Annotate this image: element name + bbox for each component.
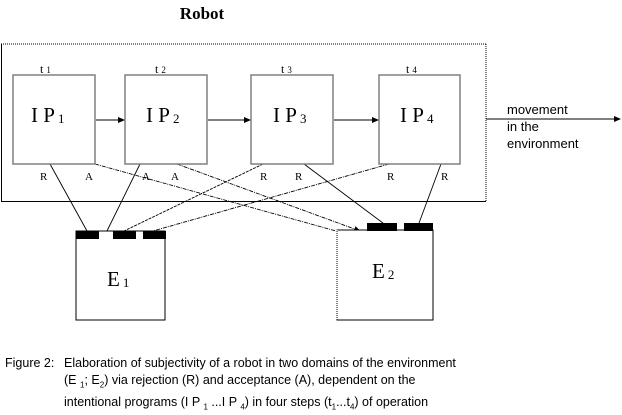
ip3-r-to-e2 [304,164,383,223]
ip4-label: I P [400,103,424,127]
e1-index: 1 [123,275,130,290]
t1-label: t [40,62,44,76]
movement-label: movement in the environment [507,102,579,151]
ip4-r-to-e1 [153,164,389,231]
e2-receptor-1 [367,223,397,231]
ip1-label: I P [31,103,55,127]
movement-line-1: movement [507,102,568,117]
t3-label: t [281,62,285,76]
ip4-left-label: R [387,171,395,183]
e2-receptor-2 [404,223,433,231]
ip3-index: 3 [300,111,307,126]
caption-line-2: (E 1; E2) via rejection (R) and acceptan… [64,372,456,394]
e1-receptor-2 [113,231,136,239]
ip1-r-to-e1 [50,164,87,231]
caption-line-3: intentional programs (I P 1 ...I P 4) in… [64,394,456,415]
e1-receptor-1 [76,231,99,239]
e1-label: E [107,267,120,291]
caption-line-1: Elaboration of subjectivity of a robot i… [64,355,456,372]
t3-index: 3 [287,65,292,75]
e2-index: 2 [388,267,395,282]
e1-receptor-3 [143,231,166,239]
t4-label: t [406,62,410,76]
ip4-index: 4 [427,111,434,126]
caption-label: Figure 2: [5,355,54,372]
ip3-left-label: R [260,171,268,183]
e2-label: E [372,259,385,283]
svg-text:t4: t4 [406,62,417,76]
ip2-left-label: A [142,171,150,183]
movement-line-2: in the [507,119,539,134]
svg-text:t2: t2 [155,62,166,76]
t2-index: 2 [161,65,166,75]
caption-body: Elaboration of subjectivity of a robot i… [64,355,456,415]
t1-index: 1 [46,65,51,75]
ip1-right-label: A [85,171,93,183]
ip2-a-to-e2 [177,164,360,231]
svg-text:t1: t1 [40,62,51,76]
ip3-right-label: R [295,171,303,183]
movement-line-3: environment [507,136,579,151]
ip2-index: 2 [173,111,180,126]
ip2-right-label: A [171,171,179,183]
t4-index: 4 [412,65,417,75]
ip1-index: 1 [58,111,65,126]
t2-label: t [155,62,159,76]
ip4-right-label: R [441,171,449,183]
svg-text:t3: t3 [281,62,292,76]
ip3-label: I P [273,103,297,127]
ip1-left-label: R [40,171,48,183]
ip2-label: I P [146,103,170,127]
diagram-title: Robot [180,4,225,23]
ip4-r-to-e2 [419,164,441,223]
